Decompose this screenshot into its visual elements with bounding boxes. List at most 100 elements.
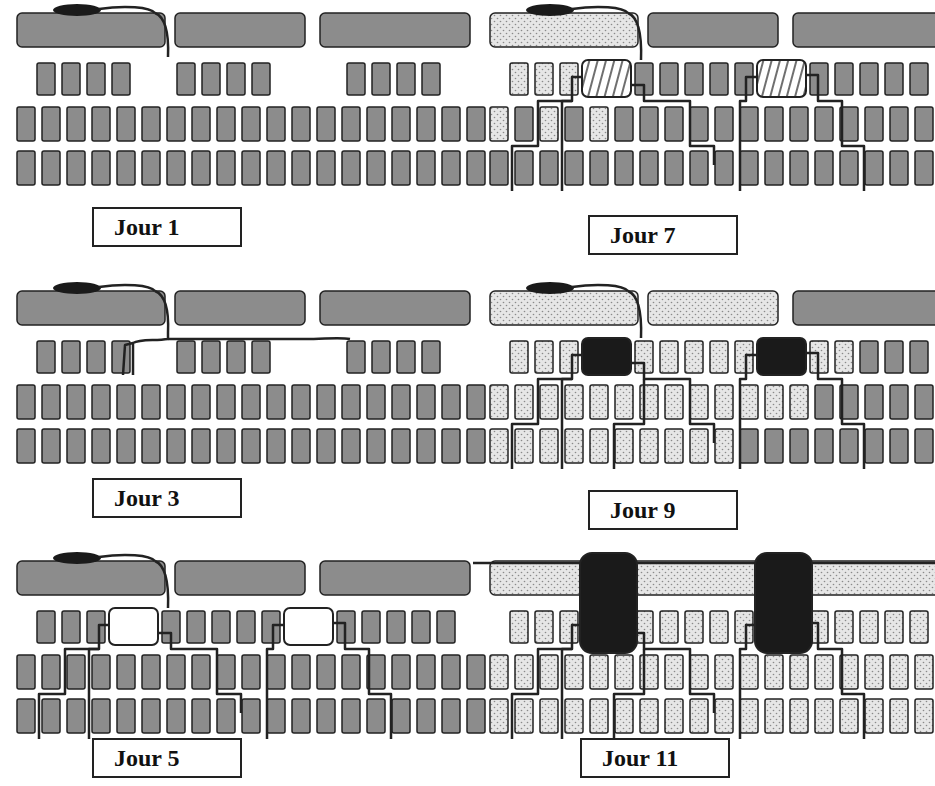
tissue-cell <box>615 385 633 419</box>
hypha <box>99 555 155 561</box>
tissue-cell <box>535 611 553 643</box>
tissue-cell <box>615 151 633 185</box>
tissue-cell <box>227 341 245 373</box>
tissue-cell <box>442 151 460 185</box>
lesion <box>582 338 631 375</box>
tissue-cell <box>490 655 508 689</box>
tissue-cell <box>540 385 558 419</box>
tissue-cell <box>885 611 903 643</box>
tissue-cell <box>417 151 435 185</box>
tissue-cell <box>62 63 80 95</box>
tissue-cell <box>690 655 708 689</box>
tissue-cell <box>192 699 210 733</box>
tissue-cell <box>590 429 608 463</box>
tissue-cell <box>212 611 230 643</box>
tissue-cell <box>740 429 758 463</box>
tissue-cell <box>367 385 385 419</box>
epidermis-cell <box>490 13 638 47</box>
tissue-cell <box>252 341 270 373</box>
tissue-cell <box>685 611 703 643</box>
hypha <box>740 355 757 469</box>
tissue-cell <box>167 151 185 185</box>
tissue-cell <box>92 385 110 419</box>
tissue-cell <box>715 699 733 733</box>
tissue-cell <box>715 429 733 463</box>
tissue-cell <box>92 429 110 463</box>
tissue-cell <box>262 611 280 643</box>
tissue-cell <box>347 63 365 95</box>
tissue-cell <box>865 655 883 689</box>
tissue-cell <box>117 151 135 185</box>
epidermis-cell <box>320 291 470 325</box>
tissue-cell <box>835 611 853 643</box>
tissue-cell <box>267 385 285 419</box>
spore <box>53 282 101 294</box>
tissue-cell <box>367 429 385 463</box>
tissue-cell <box>142 151 160 185</box>
tissue-cell <box>560 63 578 95</box>
tissue-cell <box>815 151 833 185</box>
tissue-cell <box>540 151 558 185</box>
tissue-cell <box>665 107 683 141</box>
tissue-cell <box>177 341 195 373</box>
hypha <box>99 285 155 291</box>
hypha <box>628 13 641 60</box>
tissue-cell <box>392 655 410 689</box>
tissue-cell <box>117 385 135 419</box>
tissue-cell <box>765 385 783 419</box>
tissue-cell <box>227 63 245 95</box>
tissue-cell <box>192 151 210 185</box>
tissue-cell <box>915 107 933 141</box>
tissue-cell <box>740 699 758 733</box>
tissue-cell <box>347 341 365 373</box>
tissue-cell <box>392 429 410 463</box>
hypha <box>89 625 109 739</box>
hypha <box>512 379 572 469</box>
tissue-cell <box>417 429 435 463</box>
epidermis-cell <box>793 13 935 47</box>
tissue-cell <box>392 151 410 185</box>
hypha <box>562 625 582 739</box>
tissue-cell <box>640 655 658 689</box>
day-label: Jour 3 <box>114 485 180 512</box>
tissue-cell <box>17 655 35 689</box>
tissue-cell <box>267 429 285 463</box>
tissue-cell <box>910 63 928 95</box>
tissue-cell <box>92 107 110 141</box>
tissue-cell <box>790 429 808 463</box>
tissue-cell <box>442 429 460 463</box>
tissue-cell <box>590 107 608 141</box>
tissue-cell <box>177 63 195 95</box>
tissue-cell <box>342 655 360 689</box>
tissue-cell <box>467 655 485 689</box>
tissue-cell <box>890 385 908 419</box>
tissue-cell <box>117 107 135 141</box>
tissue-cell <box>815 107 833 141</box>
tissue-panel <box>17 552 485 739</box>
tissue-panel <box>17 4 485 185</box>
lesion <box>582 60 631 97</box>
day-label-box: Jour 1 <box>92 207 242 247</box>
epidermis-cell <box>17 561 165 595</box>
tissue-cell <box>510 341 528 373</box>
tissue-cell <box>860 611 878 643</box>
tissue-cell <box>67 151 85 185</box>
tissue-cell <box>42 385 60 419</box>
tissue-cell <box>342 429 360 463</box>
tissue-cell <box>735 341 753 373</box>
lesion <box>755 553 812 653</box>
tissue-cell <box>515 655 533 689</box>
tissue-cell <box>660 611 678 643</box>
tissue-cell <box>890 151 908 185</box>
tissue-cell <box>317 385 335 419</box>
hypha <box>631 85 714 165</box>
tissue-cell <box>615 699 633 733</box>
hypha <box>806 353 864 469</box>
tissue-cell <box>640 107 658 141</box>
tissue-cell <box>242 107 260 141</box>
spore <box>526 282 574 294</box>
epidermis-cell <box>490 291 638 325</box>
tissue-cell <box>515 699 533 733</box>
tissue-cell <box>192 107 210 141</box>
hypha <box>473 562 935 565</box>
